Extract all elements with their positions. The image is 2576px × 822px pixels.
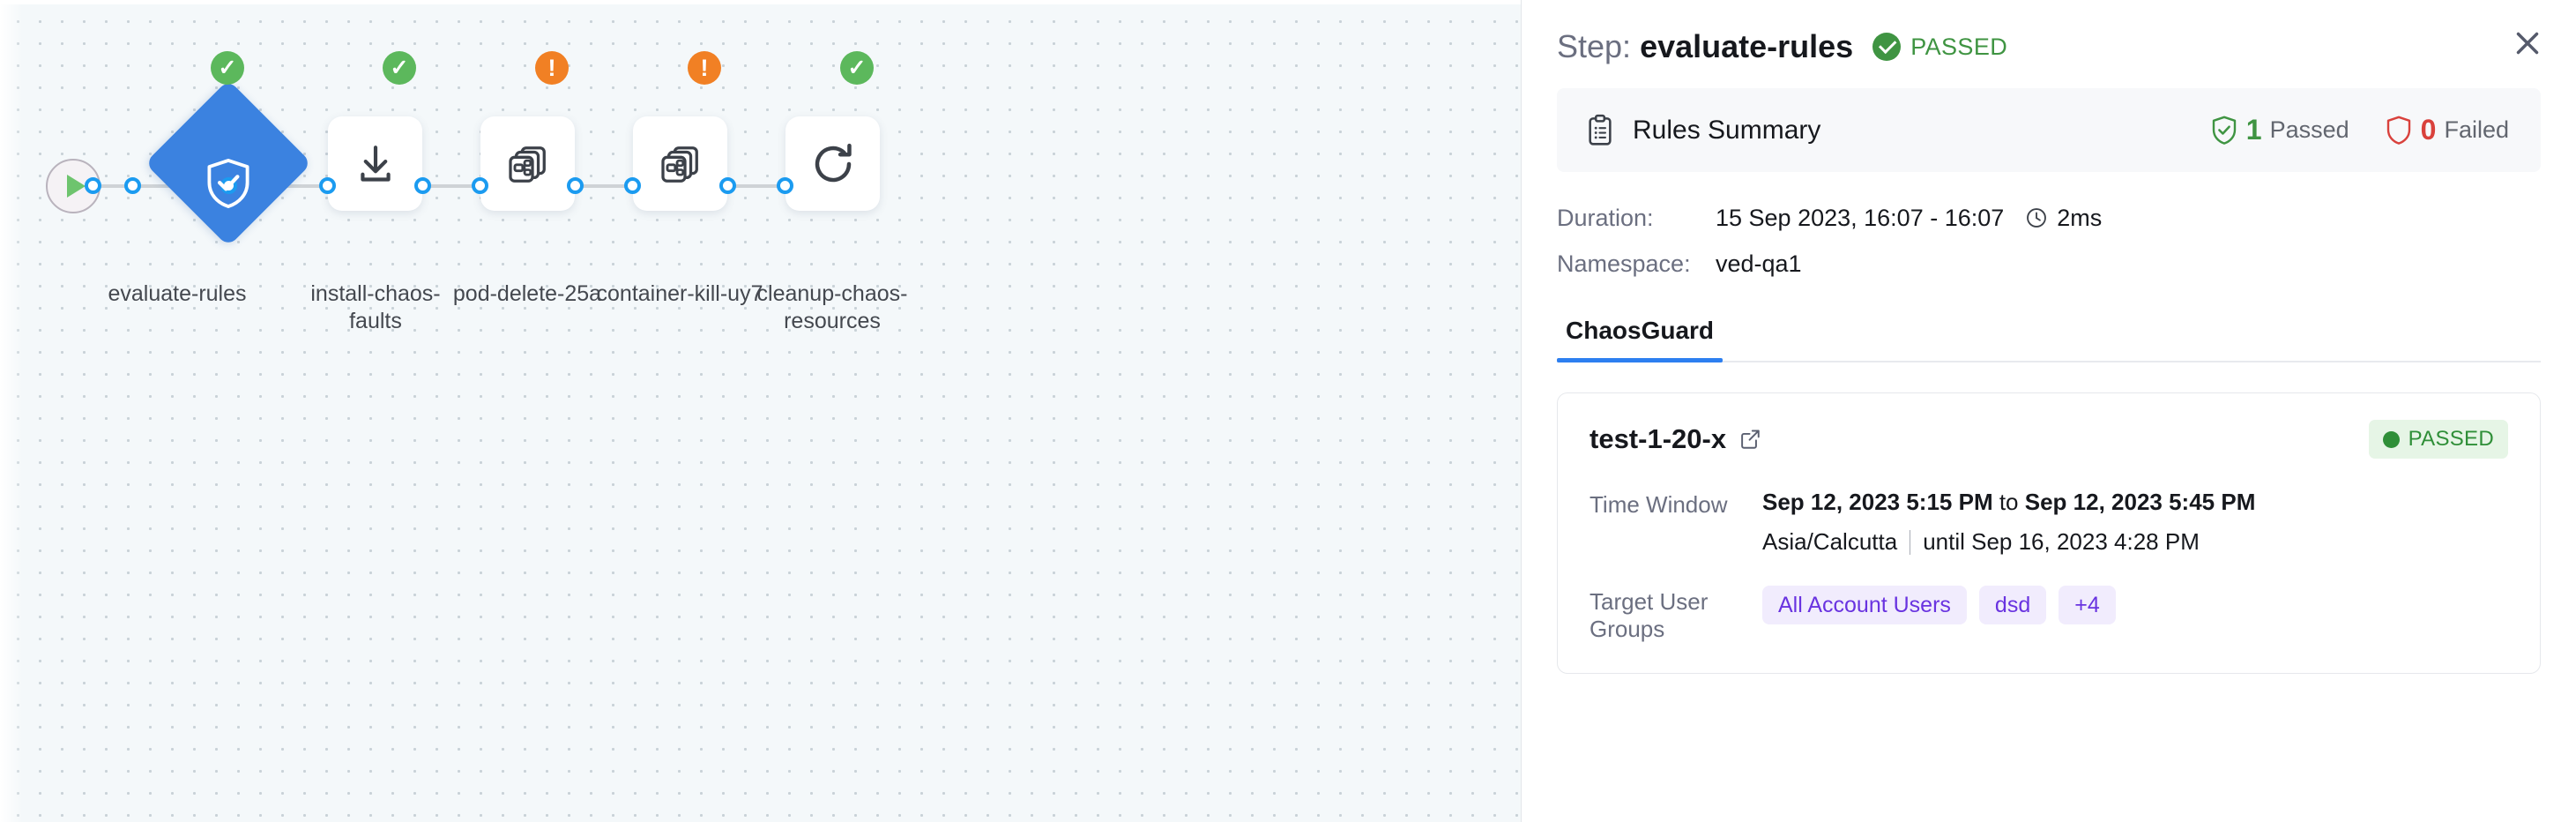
status-badge-cleanup-chaos-resources: ✓ xyxy=(840,51,874,85)
port-poddelete-in[interactable] xyxy=(472,177,488,194)
panel-tabs: ChaosGuard xyxy=(1557,317,2541,362)
chaos-fault-icon xyxy=(508,146,546,183)
time-window-joiner: to xyxy=(1992,489,2025,515)
check-icon: ✓ xyxy=(390,55,409,80)
until-value: until Sep 16, 2023 4:28 PM xyxy=(1923,528,2200,555)
target-user-group-chip[interactable]: +4 xyxy=(2059,586,2116,624)
target-user-groups-label: Target User Groups xyxy=(1590,588,1709,642)
target-user-group-chip[interactable]: All Account Users xyxy=(1762,586,1967,624)
exclamation-icon: ! xyxy=(547,54,556,81)
canvas-top-divider xyxy=(0,0,1521,4)
node-cleanup-chaos-resources[interactable] xyxy=(785,116,880,211)
test-name: test-1-20-x xyxy=(1590,423,1727,454)
target-user-groups-chips: All Account Users dsd +4 xyxy=(1762,586,2508,624)
node-container-kill-uy7[interactable] xyxy=(633,116,727,211)
port-install-in[interactable] xyxy=(319,177,336,194)
step-details-panel: Step: evaluate-rules PASSED xyxy=(1521,0,2576,822)
step-prefix: Step: xyxy=(1557,28,1632,64)
node-install-chaos-faults[interactable] xyxy=(328,116,422,211)
node-label-evaluate-rules: evaluate-rules xyxy=(108,281,247,306)
check-icon: ✓ xyxy=(218,55,237,80)
exclamation-icon: ! xyxy=(700,54,709,81)
rules-passed-label: Passed xyxy=(2269,116,2349,143)
rules-passed-group: 1 Passed xyxy=(2210,114,2349,146)
status-dot-icon xyxy=(2382,430,2400,448)
close-icon xyxy=(2516,32,2539,55)
page-title: Step: evaluate-rules xyxy=(1557,28,1853,65)
pipeline-canvas[interactable]: ✓ evaluate-rules ✓ install-chaos-faults xyxy=(0,0,1521,822)
port-evaluate-in[interactable] xyxy=(124,177,141,194)
check-icon: ✓ xyxy=(847,55,867,80)
node-label-install-chaos-faults: install-chaos-faults xyxy=(310,281,441,333)
port-containerkill-in[interactable] xyxy=(624,177,641,194)
tab-chaosguard[interactable]: ChaosGuard xyxy=(1557,317,1724,362)
rules-failed-group: 0 Failed xyxy=(2385,114,2509,146)
node-label-pod-delete-25a: pod-delete-25a xyxy=(452,281,602,306)
port-poddelete-out[interactable] xyxy=(567,177,584,194)
status-badge-container-kill-uy7: ! xyxy=(688,51,721,85)
namespace-label: Namespace: xyxy=(1557,250,1691,277)
time-window-label: Time Window xyxy=(1590,491,1728,518)
play-icon xyxy=(66,175,86,198)
status-badge: PASSED xyxy=(1872,33,2007,61)
test-status-label: PASSED xyxy=(2408,427,2494,451)
status-badge-install-chaos-faults: ✓ xyxy=(383,51,416,85)
time-window-start: Sep 12, 2023 5:15 PM xyxy=(1762,489,1993,515)
check-circle-icon xyxy=(1872,33,1902,61)
clipboard-icon xyxy=(1589,114,1612,146)
rules-summary-card: Rules Summary 1 Passed xyxy=(1557,88,2541,172)
tab-chaosguard-label: ChaosGuard xyxy=(1566,317,1715,344)
port-start-out[interactable] xyxy=(85,177,101,194)
meta-row-duration: Duration: 15 Sep 2023, 16:07 - 16:07 2ms xyxy=(1557,195,2541,241)
card-row-time-window: Time Window Sep 12, 2023 5:15 PM to Sep … xyxy=(1590,489,2508,556)
duration-value: 15 Sep 2023, 16:07 - 16:07 xyxy=(1716,204,2005,231)
rules-failed-count: 0 xyxy=(2420,114,2437,146)
node-pod-delete-25a[interactable] xyxy=(480,116,575,211)
card-row-target-user-groups: Target User Groups All Account Users dsd +… xyxy=(1590,586,2508,643)
node-label-cleanup-chaos-resources: cleanup-chaos-resources xyxy=(756,281,908,333)
download-icon xyxy=(360,145,391,182)
rules-summary-title: Rules Summary xyxy=(1633,115,1821,145)
namespace-value: ved-qa1 xyxy=(1716,250,1802,277)
status-badge-label: PASSED xyxy=(1910,33,2008,60)
rules-passed-count: 1 xyxy=(2245,114,2262,146)
refresh-icon xyxy=(815,143,852,182)
external-link-icon[interactable] xyxy=(1738,428,1761,451)
port-cleanup-in[interactable] xyxy=(777,177,793,194)
step-meta: Duration: 15 Sep 2023, 16:07 - 16:07 2ms xyxy=(1557,172,2541,292)
duration-label: Duration: xyxy=(1557,204,1654,231)
clock-icon xyxy=(2027,208,2047,228)
port-install-out[interactable] xyxy=(414,177,431,194)
node-label-container-kill-uy7: container-kill-uy7 xyxy=(596,281,763,306)
rules-failed-label: Failed xyxy=(2444,116,2509,143)
duration-elapsed: 2ms xyxy=(2057,204,2103,231)
panel-header: Step: evaluate-rules PASSED xyxy=(1557,0,2541,81)
test-status-badge: PASSED xyxy=(2368,420,2508,459)
status-badge-pod-delete-25a: ! xyxy=(535,51,569,85)
shield-check-pass-icon xyxy=(2212,116,2236,145)
shield-fail-icon xyxy=(2386,116,2410,145)
timezone-value: Asia/Calcutta xyxy=(1762,528,1898,555)
target-user-group-chip[interactable]: dsd xyxy=(1978,586,2047,624)
chaosguard-test-card: test-1-20-x PASSED Time Window xyxy=(1557,392,2541,674)
status-badge-evaluate-rules: ✓ xyxy=(211,51,244,85)
step-name: evaluate-rules xyxy=(1640,28,1854,64)
shield-check-icon xyxy=(207,158,249,209)
canvas-left-fade xyxy=(0,0,23,822)
chaos-fault-icon xyxy=(660,146,698,183)
meta-row-namespace: Namespace: ved-qa1 xyxy=(1557,241,2541,287)
time-window-end: Sep 12, 2023 5:45 PM xyxy=(2024,489,2256,515)
close-button[interactable] xyxy=(2504,19,2551,67)
port-containerkill-out[interactable] xyxy=(719,177,736,194)
